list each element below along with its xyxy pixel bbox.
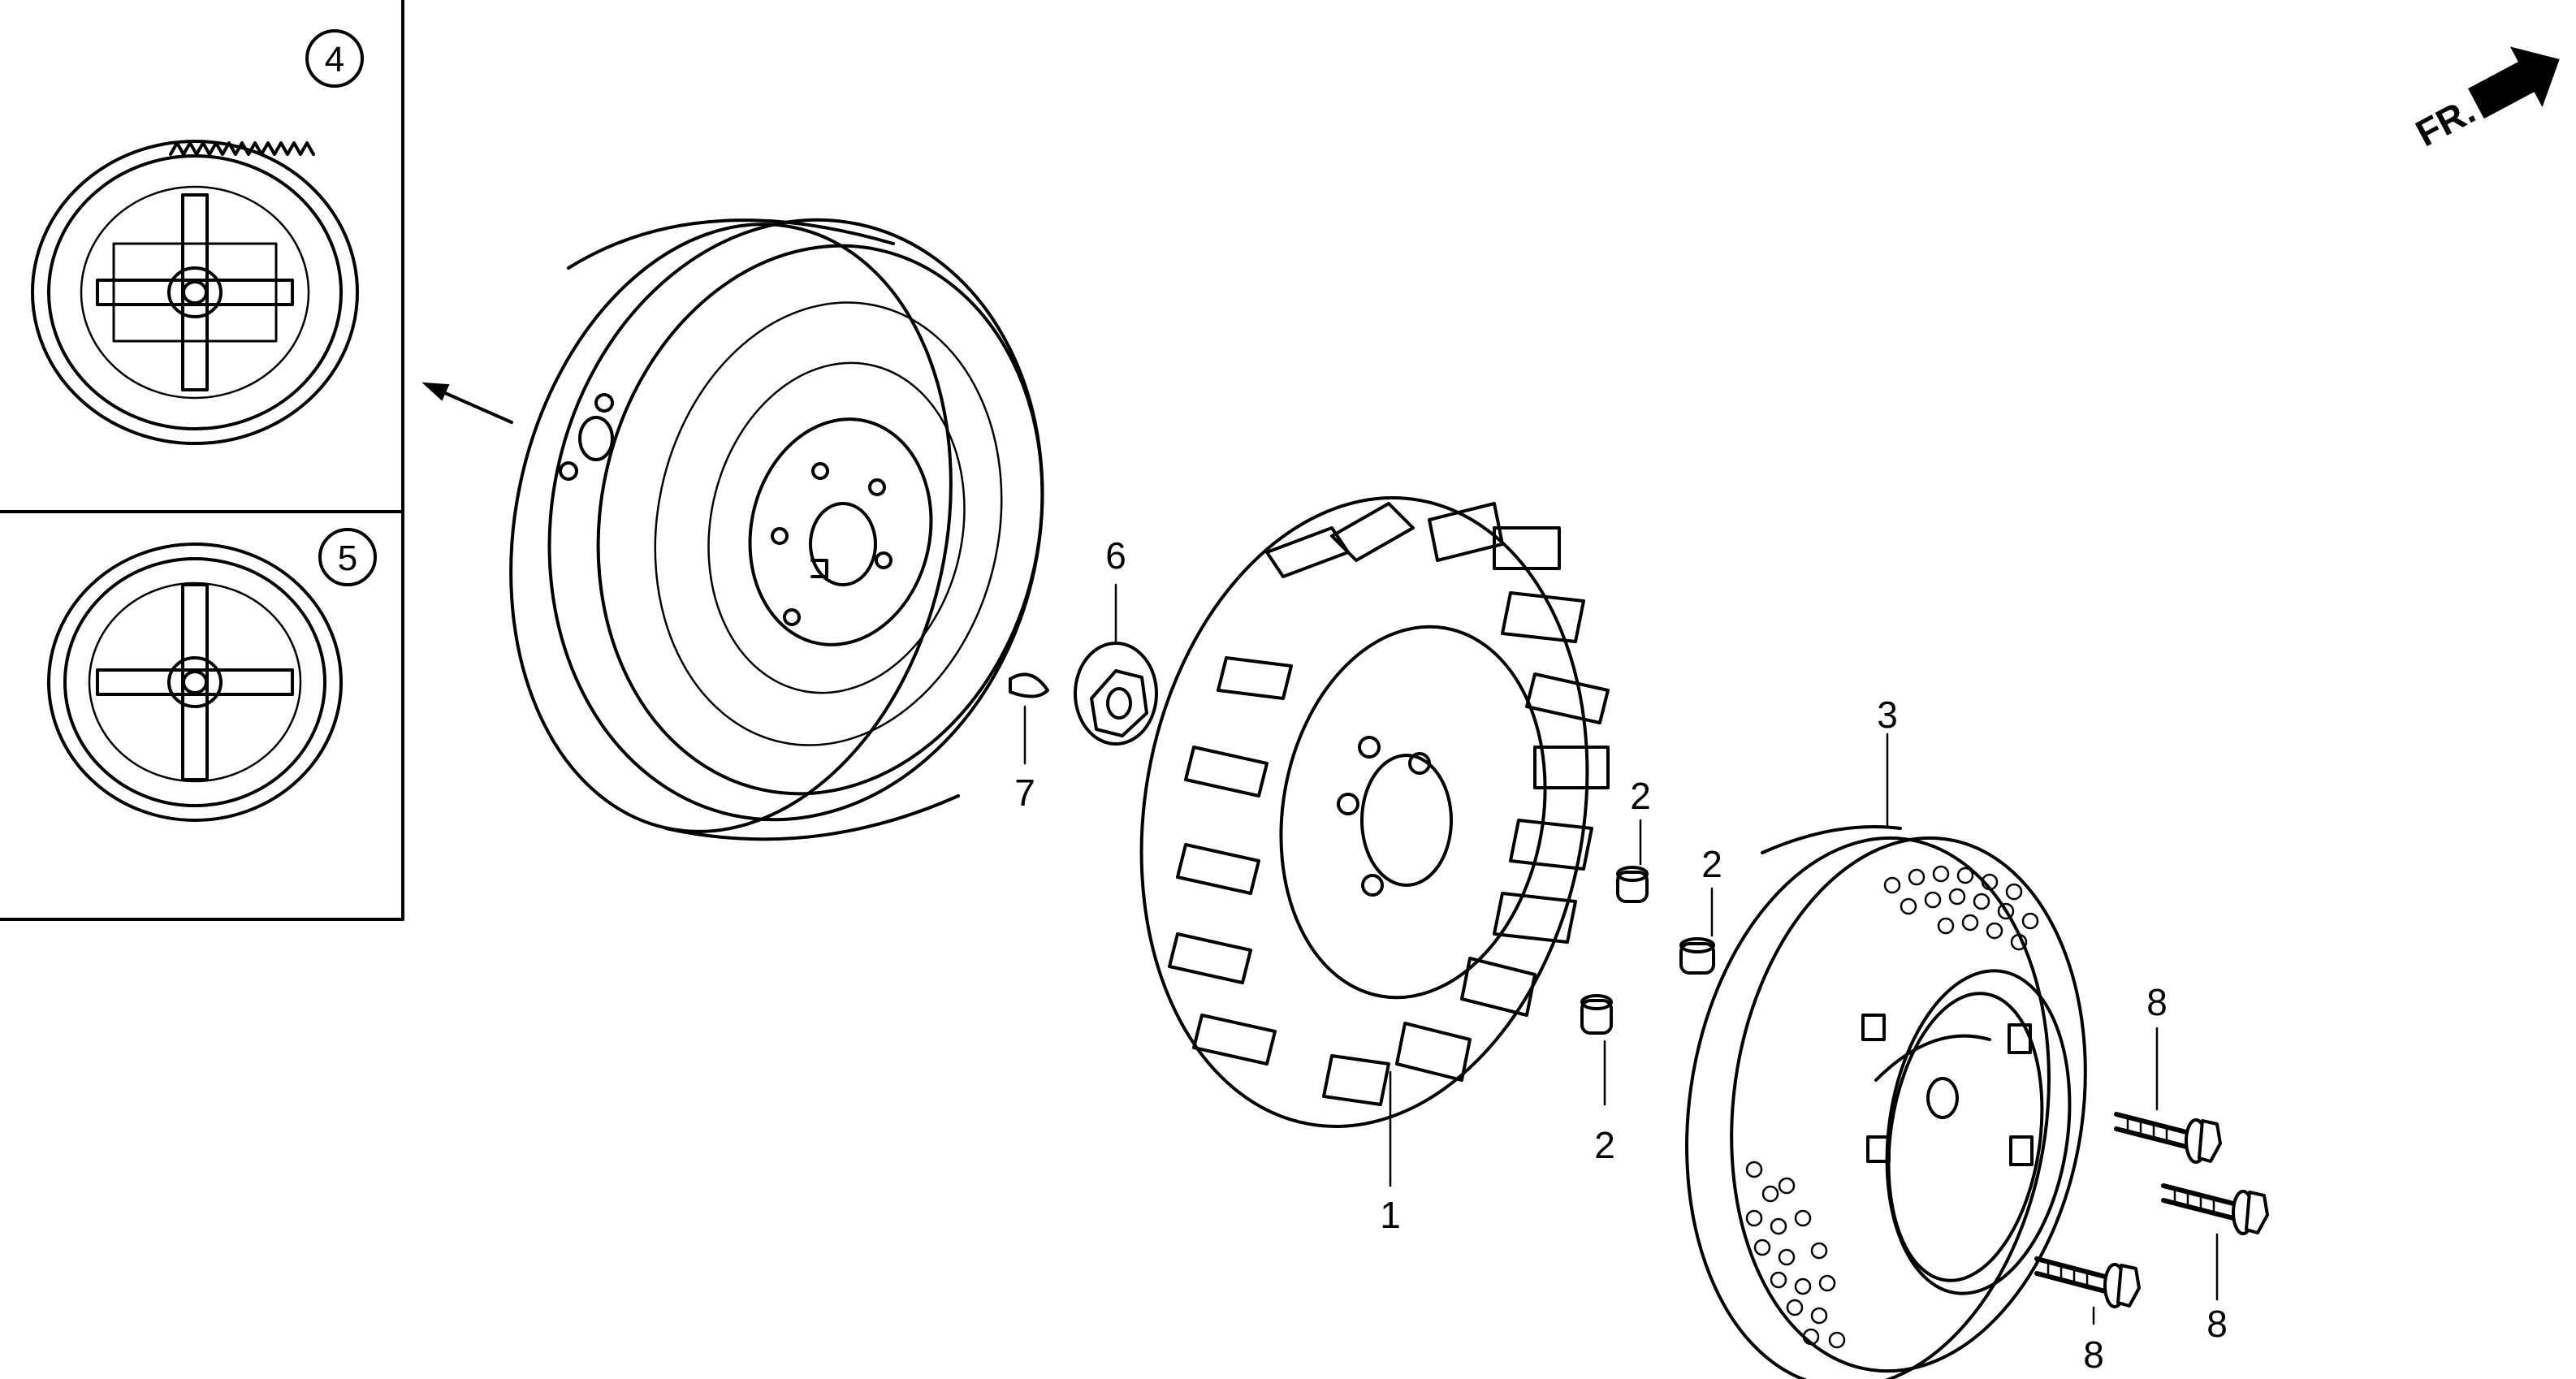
flange-nut: 6 bbox=[1074, 534, 1158, 746]
reference-arrow bbox=[421, 382, 513, 424]
part-label-2-middle: 2 bbox=[1701, 843, 1722, 885]
part-label-7: 7 bbox=[1014, 772, 1035, 814]
part-label-1: 1 bbox=[1380, 1194, 1401, 1236]
part-label-2-upper: 2 bbox=[1630, 775, 1651, 817]
flywheel-variant-4: 4 bbox=[31, 29, 364, 445]
flywheel bbox=[509, 218, 1044, 841]
flange-bolt-lower: 8 bbox=[2034, 1256, 2141, 1376]
collar-upper: 2 bbox=[1616, 775, 1651, 903]
collar-middle: 2 bbox=[1679, 843, 1722, 975]
part-label-3: 3 bbox=[1877, 694, 1898, 736]
part-label-8-lower: 8 bbox=[2083, 1334, 2104, 1376]
flange-bolt-right: 8 bbox=[2161, 1183, 2269, 1345]
part-label-6: 6 bbox=[1105, 534, 1126, 577]
front-direction-arrow-icon bbox=[2468, 46, 2560, 119]
front-direction-indicator: FR. bbox=[2409, 46, 2560, 155]
flange-bolt-upper: 8 bbox=[2114, 981, 2222, 1164]
part-label-5: 5 bbox=[338, 538, 357, 578]
collar-lower: 2 bbox=[1580, 994, 1615, 1166]
screen-holes bbox=[1745, 865, 2039, 1349]
part-label-8-right: 8 bbox=[2206, 1303, 2228, 1345]
part-label-2-lower: 2 bbox=[1594, 1124, 1615, 1166]
part-label-8-upper: 8 bbox=[2146, 981, 2168, 1023]
variant-inset-panel bbox=[0, 0, 404, 921]
starter-pulley: 3 bbox=[1685, 694, 2087, 1379]
front-direction-label: FR. bbox=[2409, 89, 2482, 155]
cooling-fan: 1 bbox=[1139, 496, 1610, 1236]
woodruff-key: 7 bbox=[1009, 672, 1049, 814]
flywheel-variant-5: 5 bbox=[47, 528, 377, 822]
part-label-4: 4 bbox=[325, 40, 344, 80]
